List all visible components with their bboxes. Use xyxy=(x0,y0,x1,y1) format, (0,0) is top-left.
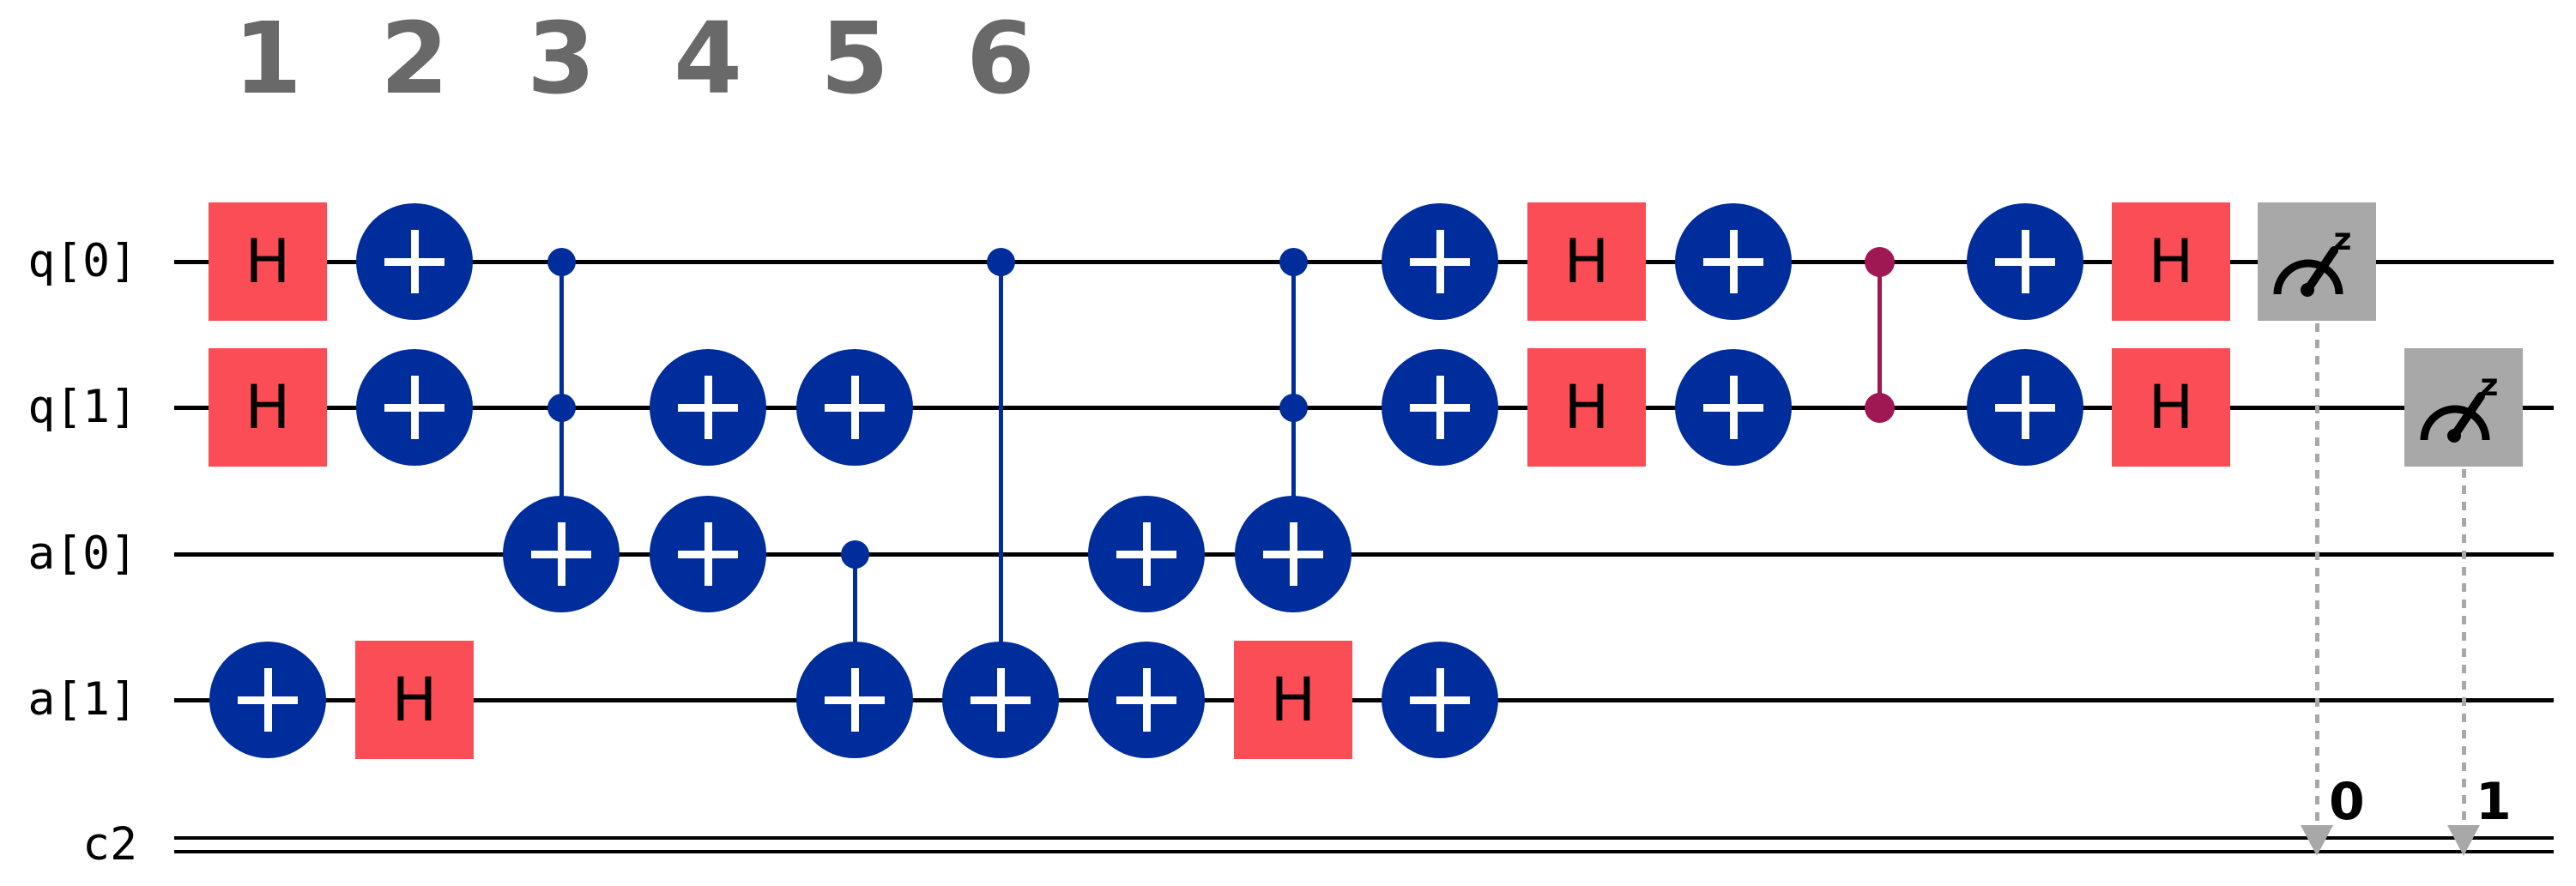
h-gate: H xyxy=(209,202,327,321)
plus-icon xyxy=(1995,257,2055,266)
measure-gate: z xyxy=(2404,348,2523,467)
plus-icon xyxy=(825,696,885,704)
measure-basis-label: z xyxy=(2334,222,2352,257)
plus-icon xyxy=(1410,257,1470,266)
measure-arrow-head xyxy=(2447,825,2480,856)
x-gate-target xyxy=(1235,496,1351,612)
control-dot xyxy=(547,393,576,422)
h-gate: H xyxy=(2112,202,2230,321)
column-number: 1 xyxy=(233,2,303,117)
vertical-connector xyxy=(852,554,857,700)
x-gate-target xyxy=(1675,203,1792,320)
x-gate-target xyxy=(650,496,766,612)
x-gate-target xyxy=(1088,496,1205,612)
plus-icon xyxy=(384,257,444,266)
x-gate-target xyxy=(796,642,913,758)
x-gate-target xyxy=(796,349,913,466)
control-dot xyxy=(840,539,869,569)
measure-gate: z xyxy=(2258,202,2376,321)
h-gate: H xyxy=(1527,202,1646,321)
measure-meter-icon: z xyxy=(2420,368,2499,443)
x-gate-target xyxy=(650,349,766,466)
h-gate: H xyxy=(355,641,474,759)
x-gate-target xyxy=(1088,642,1205,758)
control-dot xyxy=(1279,247,1308,276)
wire-label: q[1] xyxy=(27,381,137,433)
plus-icon xyxy=(238,696,298,704)
plus-icon xyxy=(1410,696,1470,704)
measure-basis-label: z xyxy=(2481,368,2499,403)
x-gate-target xyxy=(356,349,473,466)
plus-icon xyxy=(531,550,591,558)
column-number: 2 xyxy=(379,2,450,117)
quantum-wire xyxy=(174,406,2554,410)
x-gate-target xyxy=(1382,349,1498,466)
classical-wire xyxy=(174,850,2554,853)
plus-icon xyxy=(1116,550,1176,558)
plus-icon xyxy=(1263,550,1323,558)
column-number: 5 xyxy=(819,2,890,117)
plus-icon xyxy=(825,403,885,412)
h-gate: H xyxy=(1234,641,1352,759)
x-gate-target xyxy=(209,642,326,758)
plus-icon xyxy=(678,403,738,412)
control-dot xyxy=(547,247,576,276)
x-gate-target xyxy=(1967,203,2083,320)
plus-icon xyxy=(1410,403,1470,412)
x-gate-target xyxy=(356,203,473,320)
column-number: 4 xyxy=(673,2,743,117)
column-number: 3 xyxy=(526,2,596,117)
wire-label: a[1] xyxy=(27,673,137,726)
classical-bit-label: 1 xyxy=(2476,772,2512,832)
wire-label: a[0] xyxy=(27,527,137,580)
vertical-connector xyxy=(1877,262,1882,407)
plus-icon xyxy=(384,403,444,412)
h-gate: H xyxy=(2112,348,2230,467)
quantum-wire xyxy=(174,698,2554,702)
x-gate-target xyxy=(1675,349,1792,466)
plus-icon xyxy=(1703,403,1763,412)
column-number: 6 xyxy=(965,2,1036,117)
control-dot xyxy=(1279,393,1308,422)
cz-control-dot xyxy=(1864,246,1895,277)
x-gate-target xyxy=(1967,349,2083,466)
control-dot xyxy=(986,247,1015,276)
vertical-connector xyxy=(998,262,1003,700)
x-gate-target xyxy=(503,496,620,612)
wire-label: c2 xyxy=(82,818,137,871)
measure-arrow-dashes xyxy=(2314,323,2319,822)
measure-arrow-dashes xyxy=(2461,469,2466,822)
plus-icon xyxy=(678,550,738,558)
x-gate-target xyxy=(942,642,1059,758)
wire-label: q[0] xyxy=(27,235,137,287)
quantum-wire xyxy=(174,552,2554,557)
plus-icon xyxy=(1995,403,2055,412)
classical-bit-label: 0 xyxy=(2329,772,2365,832)
classical-wire xyxy=(174,836,2554,840)
cz-control-dot xyxy=(1864,392,1895,423)
plus-icon xyxy=(1116,696,1176,704)
x-gate-target xyxy=(1382,642,1498,758)
measure-meter-icon: z xyxy=(2273,222,2352,297)
h-gate: H xyxy=(1527,348,1646,467)
h-gate: H xyxy=(209,348,327,467)
x-gate-target xyxy=(1382,203,1498,320)
quantum-wire xyxy=(174,260,2554,264)
plus-icon xyxy=(971,696,1031,704)
plus-icon xyxy=(1703,257,1763,266)
measure-arrow-head xyxy=(2301,825,2333,856)
